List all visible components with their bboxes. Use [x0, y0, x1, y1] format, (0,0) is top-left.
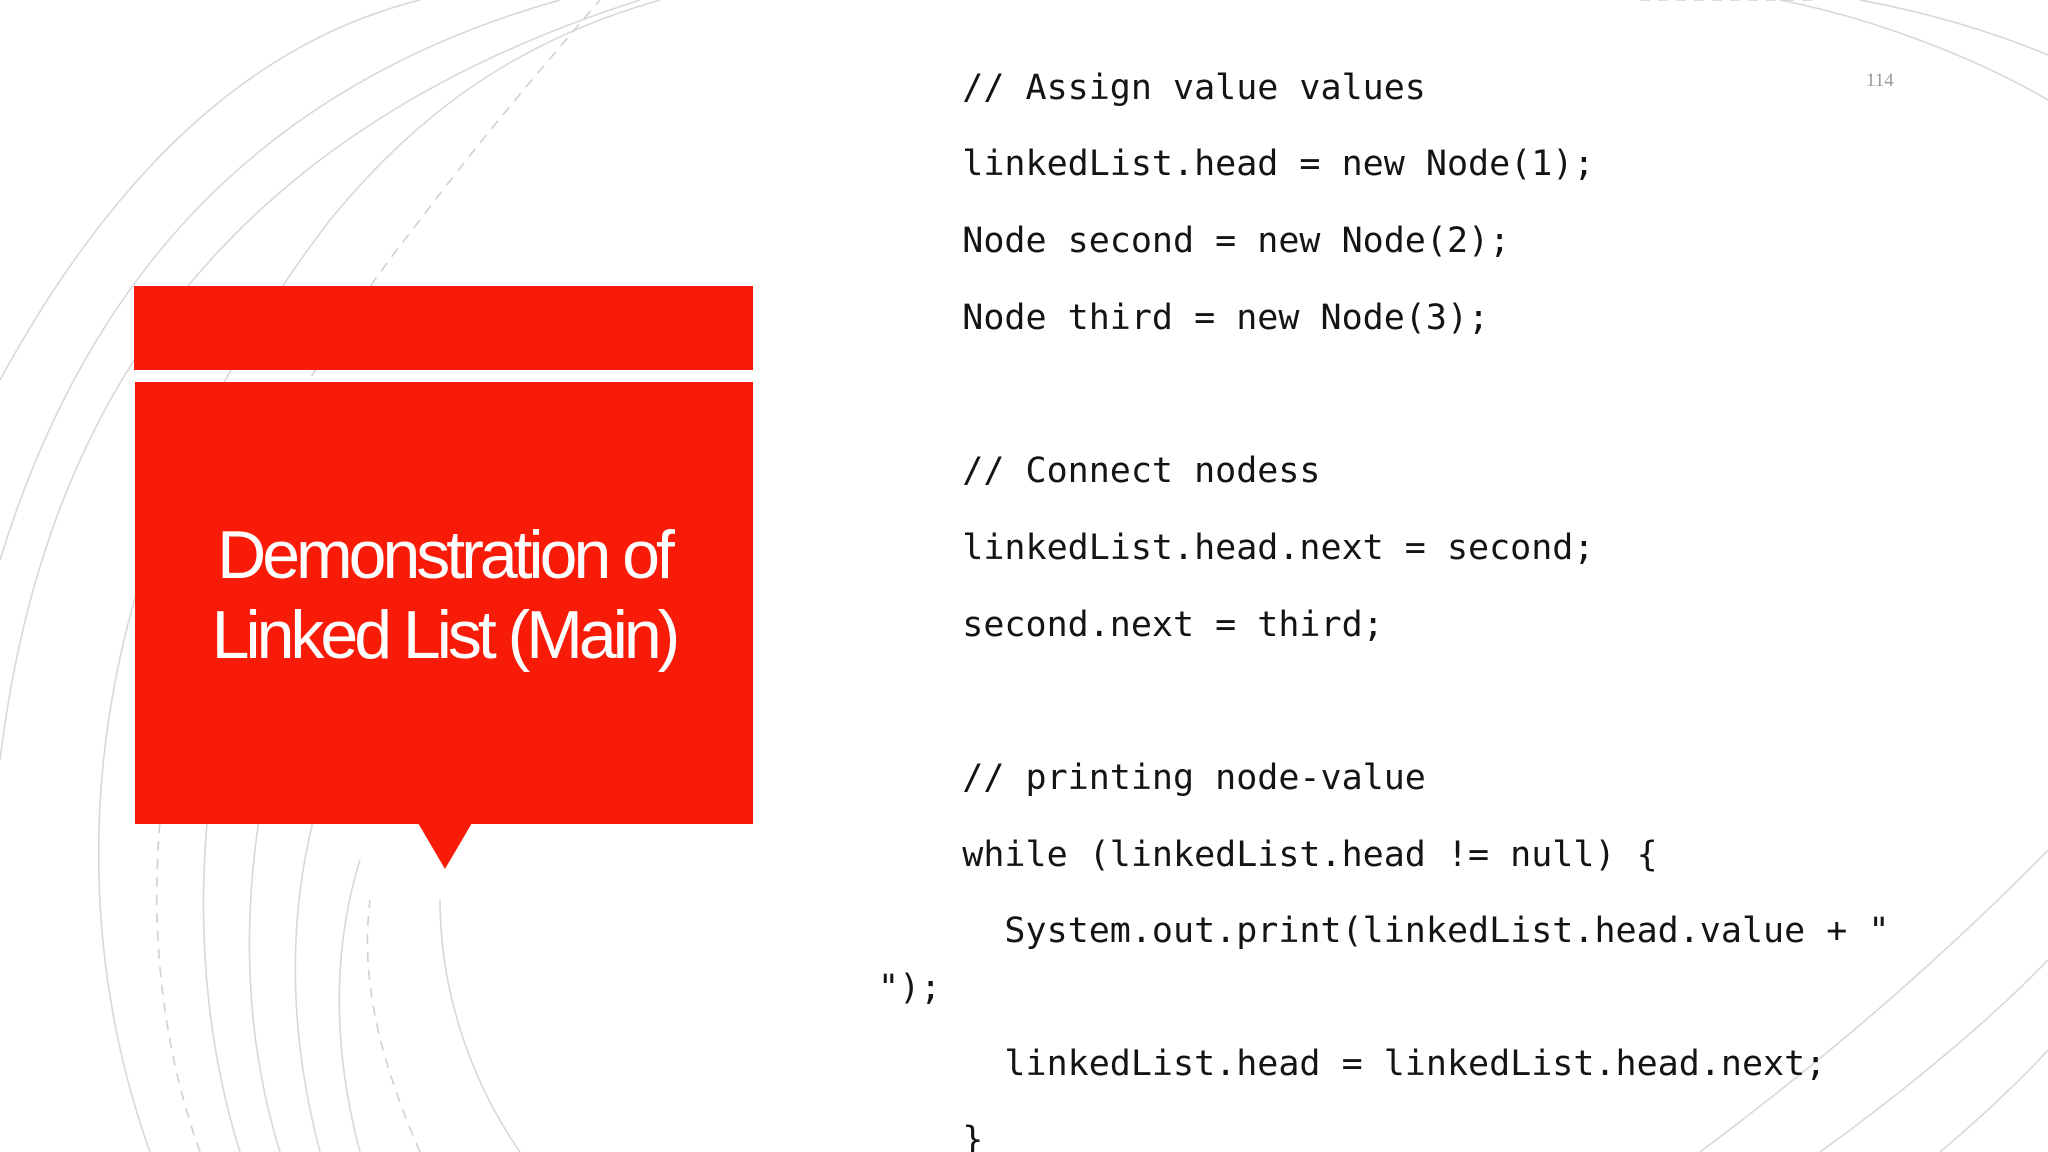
code-line-third-node: Node third = new Node(3); [878, 298, 1490, 338]
slide-title: Demonstration of Linked List (Main) [135, 515, 753, 675]
callout-pointer [418, 823, 472, 869]
code-line-while: while (linkedList.head != null) { [878, 835, 1658, 875]
code-line-print-close: "); [878, 968, 942, 1008]
slide-number: 114 [1866, 70, 1894, 91]
code-line-comment-printing: // printing node-value [878, 758, 1426, 798]
code-line-second-node: Node second = new Node(2); [878, 221, 1511, 261]
slide-title-line-2: Linked List (Main) [211, 597, 681, 673]
code-line-advance-head: linkedList.head = linkedList.head.next; [878, 1044, 1827, 1084]
code-line-comment-connect: // Connect nodess [878, 451, 1321, 491]
code-line-head-assign: linkedList.head = new Node(1); [878, 144, 1595, 184]
title-callout-box [135, 382, 753, 824]
slide-title-line-1: Demonstration of [217, 517, 675, 593]
code-line-comment-assign: // Assign value values [878, 68, 1426, 108]
code-line-print: System.out.print(linkedList.head.value +… [878, 911, 1890, 951]
code-line-closing-brace: } [878, 1120, 984, 1152]
code-line-head-next: linkedList.head.next = second; [878, 528, 1595, 568]
code-line-second-next: second.next = third; [878, 605, 1384, 645]
title-accent-bar [134, 286, 753, 370]
